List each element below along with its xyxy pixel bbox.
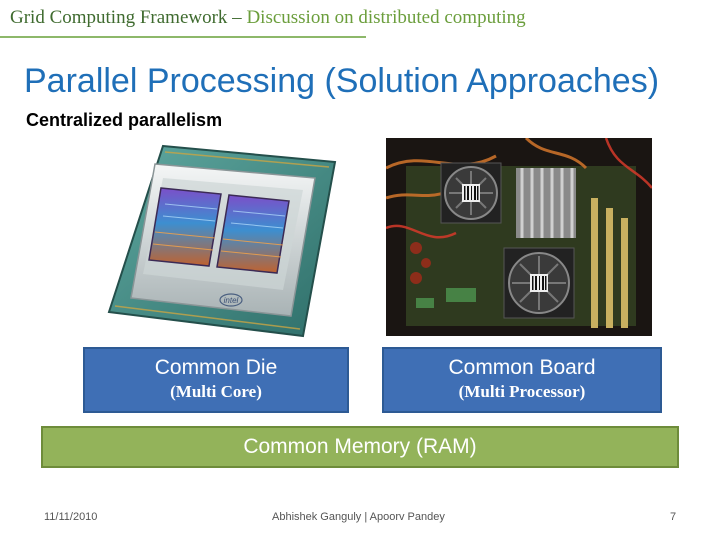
motherboard-photo [386, 138, 652, 336]
header-main: Grid Computing Framework – [10, 7, 247, 28]
header-sub: Discussion on distributed computing [246, 7, 526, 28]
common-memory-bar: Common Memory (RAM) [41, 426, 679, 468]
slide-header: Grid Computing Framework – Discussion on… [0, 0, 720, 38]
footer-page-number: 7 [670, 511, 677, 523]
common-board-sublabel: (Multi Processor) [458, 382, 586, 401]
footer-authors: Abhishek Ganguly | Apoorv Pandey [272, 511, 445, 523]
header-divider [0, 36, 366, 38]
slide-title: Parallel Processing (Solution Approaches… [24, 62, 660, 100]
common-die-label: Common Die [154, 356, 278, 379]
multicore-chip-image: intel [103, 140, 337, 340]
common-die-box: Common Die (Multi Core) [83, 347, 349, 413]
common-board-box: Common Board (Multi Processor) [382, 347, 662, 413]
header-text: Grid Computing Framework – Discussion on… [10, 7, 526, 29]
slide-subtitle: Centralized parallelism [26, 110, 223, 130]
footer-date: 11/11/2010 [44, 511, 98, 523]
common-die-sublabel: (Multi Core) [170, 382, 262, 401]
chip-brand-label: intel [224, 296, 239, 305]
common-board-label: Common Board [448, 356, 596, 379]
